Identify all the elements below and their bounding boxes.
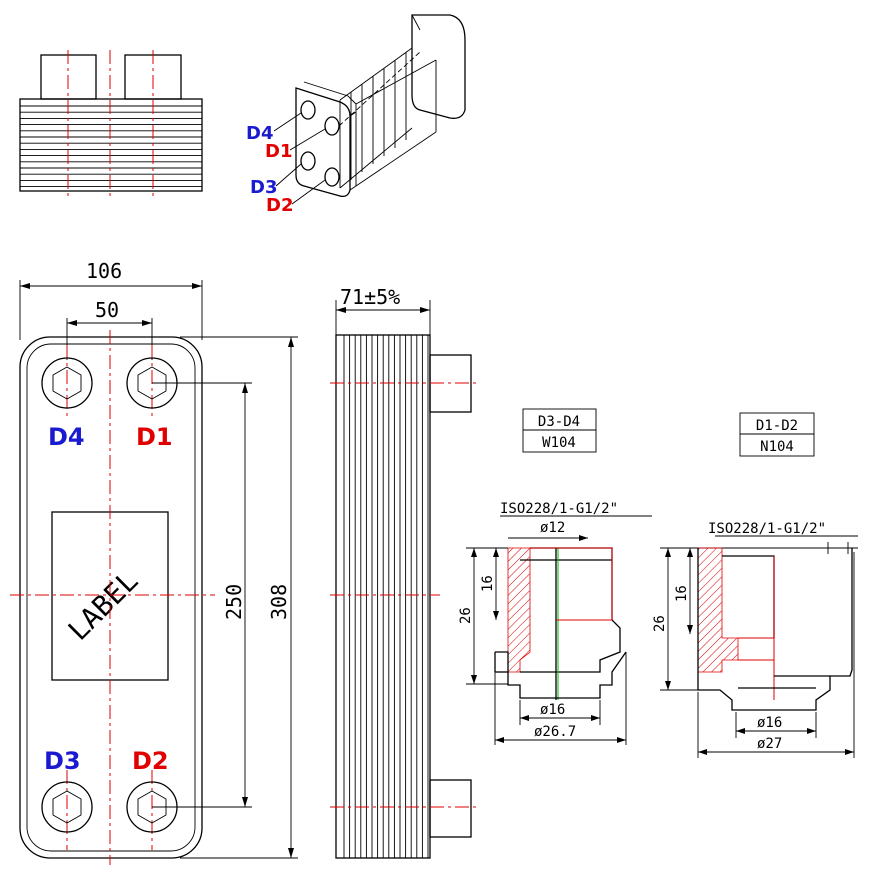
port-d3: [41, 781, 93, 833]
connection-detail-left: ISO228/1-G1/2" ø12 16 26 ø16: [458, 501, 652, 745]
plate-line: [339, 127, 413, 189]
iso-label-d1: D1: [265, 141, 292, 162]
isometric-view: D4 D1 D3 D2: [246, 14, 466, 216]
label-d1: D1: [136, 423, 173, 451]
right-dia-16: ø16: [757, 715, 782, 731]
table-right-bottom: N104: [760, 439, 794, 455]
left-bore: ø12: [540, 520, 565, 536]
table-right: D1-D2 N104: [739, 412, 815, 457]
table-left-top: D3-D4: [538, 414, 580, 430]
top-view-stack: [19, 50, 203, 196]
plate-line: [355, 59, 437, 105]
left-thread: ISO228/1-G1/2": [500, 501, 618, 517]
left-dia-outer: ø26.7: [534, 724, 576, 740]
right-thread: ISO228/1-G1/2": [708, 521, 826, 537]
label-d4: D4: [48, 423, 85, 451]
table-left: D3-D4 W104: [522, 408, 597, 453]
dim-thickness: 71±5%: [340, 285, 400, 309]
right-depth-26: 26: [652, 615, 668, 632]
left-depth-16: 16: [480, 575, 496, 592]
left-depth-26: 26: [458, 607, 474, 624]
side-view: 71±5%: [330, 285, 478, 859]
right-dia-outer: ø27: [757, 736, 782, 752]
table-right-top: D1-D2: [756, 418, 798, 434]
iso-label-d2: D2: [266, 195, 293, 216]
plate-label: LABEL: [62, 564, 145, 647]
plate-line: [355, 131, 437, 187]
front-view-plate: 106 50 LABEL: [10, 259, 298, 865]
dim-height: 308: [267, 584, 291, 620]
connection-detail-right: ISO228/1-G1/2" 16 26 ø16 ø27: [652, 521, 858, 758]
port-d4: [41, 357, 93, 409]
iso-label-d3: D3: [250, 177, 277, 198]
plate-line: [339, 47, 413, 101]
dim-port-spacing: 50: [95, 298, 119, 322]
right-depth-16: 16: [674, 585, 690, 602]
iso-label-d4: D4: [246, 123, 273, 144]
label-d2: D2: [132, 747, 169, 775]
label-d3: D3: [44, 747, 81, 775]
dim-width: 106: [86, 259, 122, 283]
table-left-bottom: W104: [542, 435, 576, 451]
left-dia-16: ø16: [540, 702, 565, 718]
dim-port-height: 250: [222, 584, 246, 620]
